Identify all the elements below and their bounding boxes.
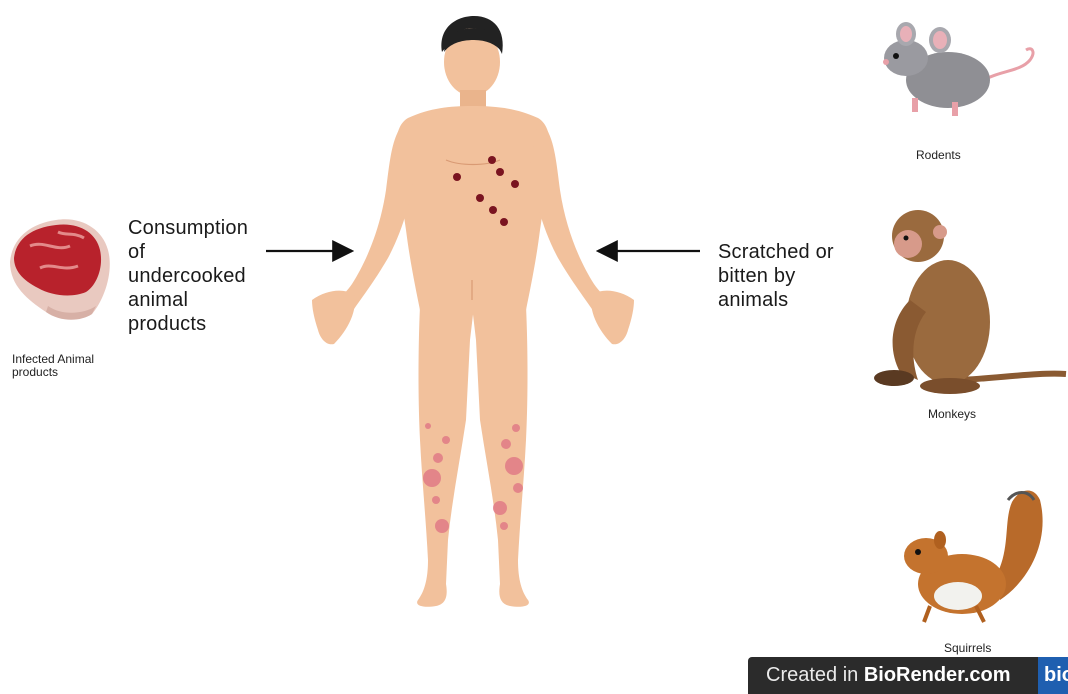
rodents-label: Rodents <box>916 149 961 162</box>
consumption-line-5: products <box>128 312 248 336</box>
squirrels-label: Squirrels <box>944 642 991 655</box>
watermark-text: Created in BioRender.com <box>766 657 1011 694</box>
meat-icon <box>10 219 110 320</box>
scratch-line-1: Scratched or <box>718 240 834 264</box>
consumption-line-3: undercooked <box>128 264 248 288</box>
monkey-icon <box>874 210 1066 394</box>
squirrel-icon <box>904 490 1043 622</box>
scratch-line-2: bitten by <box>718 264 834 288</box>
watermark-tail: bio <box>1038 657 1068 694</box>
watermark-brand: BioRender.com <box>864 664 1011 686</box>
meat-label-line-2: products <box>12 366 94 379</box>
transmission-consumption-text: Consumption of undercooked animal produc… <box>128 216 248 336</box>
consumption-line-4: animal <box>128 288 248 312</box>
biorender-watermark[interactable]: Created in BioRender.com bio <box>748 657 1068 694</box>
transmission-scratch-text: Scratched or bitten by animals <box>718 240 834 312</box>
scratch-line-3: animals <box>718 288 834 312</box>
rodent-icon <box>883 22 1033 116</box>
human-figure <box>312 16 634 607</box>
meat-label: Infected Animal products <box>12 353 94 379</box>
consumption-line-1: Consumption <box>128 216 248 240</box>
monkeys-label: Monkeys <box>928 408 976 421</box>
consumption-line-2: of <box>128 240 248 264</box>
watermark-prefix: Created in <box>766 664 864 686</box>
